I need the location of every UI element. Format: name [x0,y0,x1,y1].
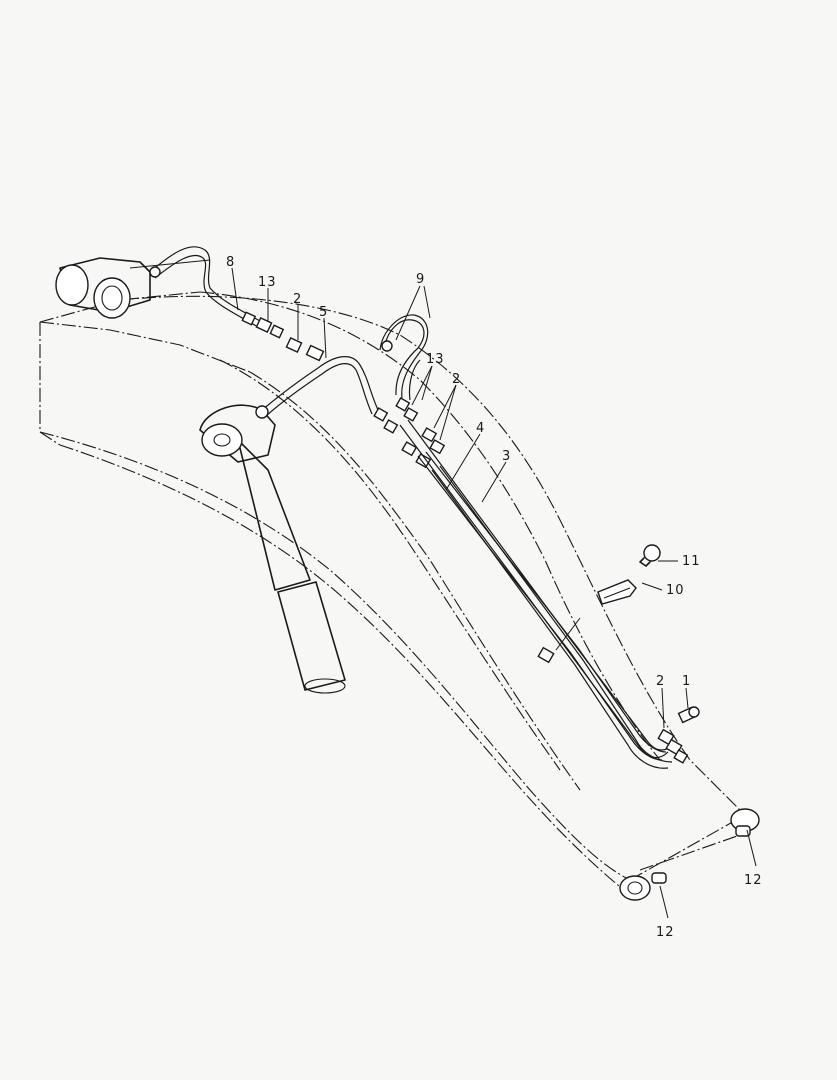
label-13-upper: 13 [258,275,277,290]
cylinder [199,404,346,694]
label-12-right: 12 [744,873,763,888]
label-1: 1 [682,674,691,689]
label-2-tip: 2 [656,674,665,689]
boom-foot-boss [55,257,211,319]
upper-left-pipe-loop [149,246,263,328]
label-4: 4 [476,421,485,436]
label-9: 9 [416,272,425,287]
clamp-and-bolt [597,544,661,605]
label-5: 5 [319,305,328,320]
upper-left-fittings [241,311,325,362]
label-11: 11 [682,554,701,569]
upper-right-u-loops [379,314,429,401]
label-12-bottom: 12 [656,925,675,940]
leader-lines [231,267,757,919]
label-8: 8 [226,255,235,270]
tip-fittings [657,706,700,764]
mid-fittings [373,397,446,469]
crossover-pipe [255,356,379,419]
label-2-mid: 2 [452,372,461,387]
tip-pins [619,808,760,901]
label-2-upper: 2 [293,292,302,307]
boom-outline [39,291,746,896]
label-10: 10 [666,583,685,598]
label-13-mid: 13 [426,352,445,367]
part-labels: 8 13 2 5 9 13 2 4 3 11 10 2 1 12 12 [226,255,763,940]
label-3: 3 [502,449,511,464]
long-boom-pipes [399,419,673,769]
